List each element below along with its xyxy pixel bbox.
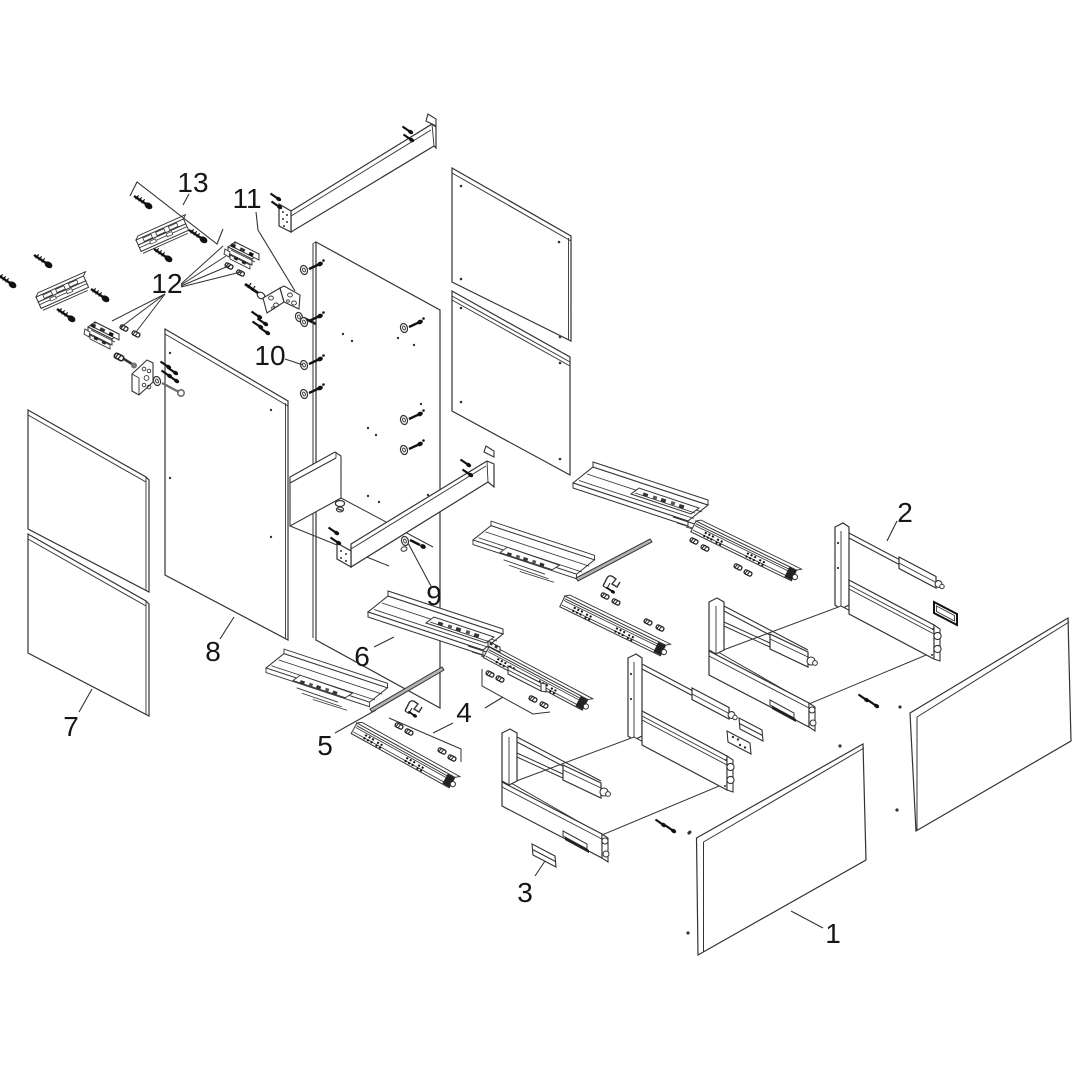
svg-text:11: 11 <box>232 183 261 214</box>
svg-text:13: 13 <box>177 167 208 198</box>
svg-text:9: 9 <box>426 580 442 611</box>
svg-text:7: 7 <box>63 711 79 742</box>
svg-text:5: 5 <box>317 730 333 761</box>
svg-text:10: 10 <box>254 340 285 371</box>
svg-text:4: 4 <box>456 697 472 728</box>
svg-text:8: 8 <box>205 636 221 667</box>
svg-text:6: 6 <box>354 641 370 672</box>
svg-text:1: 1 <box>825 918 841 949</box>
svg-text:3: 3 <box>517 877 533 908</box>
svg-text:2: 2 <box>897 497 913 528</box>
svg-text:12: 12 <box>151 268 182 299</box>
